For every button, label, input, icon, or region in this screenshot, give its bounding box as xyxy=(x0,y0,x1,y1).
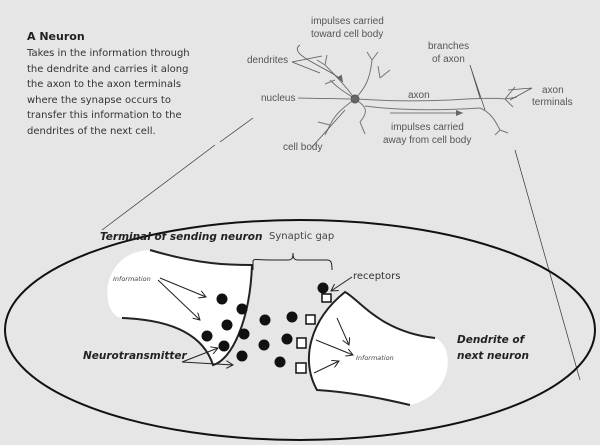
intro-line: where the synapse occurs to xyxy=(27,95,171,106)
synapse-ellipse xyxy=(4,219,596,441)
impulses-away-label: away from cell body xyxy=(383,135,471,146)
information-right-label: Information xyxy=(356,354,394,362)
axon-terminals-label: axon xyxy=(542,85,564,96)
receptors xyxy=(295,293,332,374)
sending-terminal xyxy=(107,250,252,365)
neurotransmitter-dots xyxy=(201,282,329,368)
impulses-toward-label: impulses carried xyxy=(311,16,384,27)
receptors-label: receptors xyxy=(353,271,400,282)
receptor xyxy=(296,337,307,349)
impulses-toward-label: toward cell body xyxy=(311,29,383,40)
receiving-dendrite xyxy=(308,292,448,405)
synaptic-gap-label: Synaptic gap xyxy=(269,231,334,242)
receptor xyxy=(321,293,332,303)
dendrites-label: dendrites xyxy=(247,55,288,66)
receptor xyxy=(305,314,316,325)
intro-line: Takes in the information through xyxy=(26,48,190,59)
intro-line: transfer this information to the xyxy=(27,110,182,121)
axon-terminals-label: terminals xyxy=(532,97,573,108)
neuron-pointer-lines xyxy=(291,44,533,148)
intro-line: dendrites of the next cell. xyxy=(27,126,156,137)
neuron-labels: impulses carried toward cell body dendri… xyxy=(247,16,573,153)
receptor xyxy=(295,362,307,374)
zoom-line xyxy=(101,144,216,231)
receiving-dendrite-outline xyxy=(308,290,436,406)
neurotransmitter-label: Neurotransmitter xyxy=(83,350,187,362)
information-left-label: Information xyxy=(113,275,151,283)
branches-label: of axon xyxy=(432,54,465,65)
branches-label: branches xyxy=(428,41,469,52)
intro-paragraph: Takes in the information through the den… xyxy=(26,48,190,137)
intro-line: the axon to the axon terminals xyxy=(27,79,181,90)
intro-line: the dendrite and carries it along xyxy=(27,64,189,75)
axon-label: axon xyxy=(408,90,430,101)
impulses-away-label: impulses carried xyxy=(391,122,464,133)
nucleus-label: nucleus xyxy=(261,93,295,104)
intro-title: A Neuron xyxy=(27,30,85,43)
synaptic-gap-brace xyxy=(252,252,333,271)
arrows xyxy=(157,276,353,374)
dendrite-label: next neuron xyxy=(457,350,529,362)
cell-body-label: cell body xyxy=(283,142,322,153)
dendrite-label: Dendrite of xyxy=(457,334,526,346)
terminal-label: Terminal of sending neuron xyxy=(100,231,262,243)
nucleus-icon xyxy=(350,94,360,104)
zoom-line xyxy=(219,117,254,143)
zoom-line xyxy=(514,149,581,381)
